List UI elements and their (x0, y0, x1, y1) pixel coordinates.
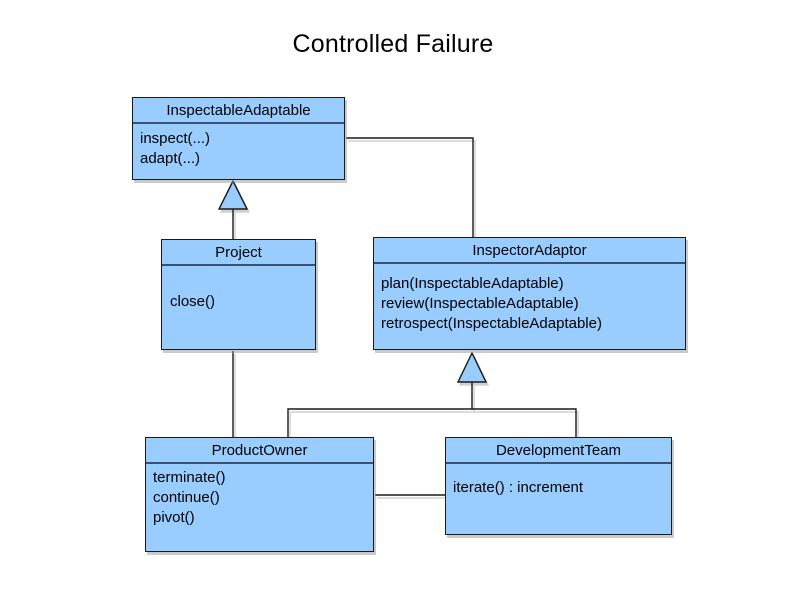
method-label: retrospect(InspectableAdaptable) (381, 315, 602, 332)
class-name: Project (162, 240, 315, 266)
class-box-inspectoradaptor: InspectorAdaptor plan(InspectableAdaptab… (373, 237, 686, 350)
method-label: pivot() (153, 509, 195, 526)
method-label: adapt(...) (140, 150, 201, 167)
generalization-arrowhead-icon-inspectoradaptor (456, 351, 488, 383)
method-label: inspect(...) (140, 130, 211, 147)
method-list: plan(InspectableAdaptable) review(Inspec… (374, 264, 685, 344)
method-label: continue() (153, 489, 220, 506)
class-box-developmentteam: DevelopmentTeam iterate() : increment (445, 437, 672, 535)
method-label: terminate() (153, 469, 226, 486)
method-list: iterate() : increment (446, 464, 671, 512)
generalization-branch-productowner (287, 408, 577, 437)
method-label: close() (170, 293, 216, 310)
class-box-project: Project close() (161, 239, 316, 350)
diagram-title: Controlled Failure (292, 30, 494, 58)
class-name: DevelopmentTeam (446, 438, 671, 464)
class-box-productowner: ProductOwner terminate() continue() pivo… (145, 437, 374, 552)
method-list: inspect(...) adapt(...) (133, 124, 344, 174)
class-name: ProductOwner (146, 438, 373, 464)
association-line-inspectableadaptable-inspectoradaptor (346, 137, 474, 237)
class-name: InspectorAdaptor (374, 238, 685, 264)
generalization-arrowhead-icon-project (217, 179, 249, 210)
method-label: iterate() : increment (453, 479, 584, 496)
method-list: terminate() continue() pivot() (146, 464, 373, 532)
method-label: review(InspectableAdaptable) (381, 295, 579, 312)
method-list: close() (162, 266, 315, 338)
class-name: InspectableAdaptable (133, 98, 344, 124)
method-label: plan(InspectableAdaptable) (381, 275, 564, 292)
class-box-inspectableadaptable: InspectableAdaptable inspect(...) adapt(… (132, 97, 345, 180)
